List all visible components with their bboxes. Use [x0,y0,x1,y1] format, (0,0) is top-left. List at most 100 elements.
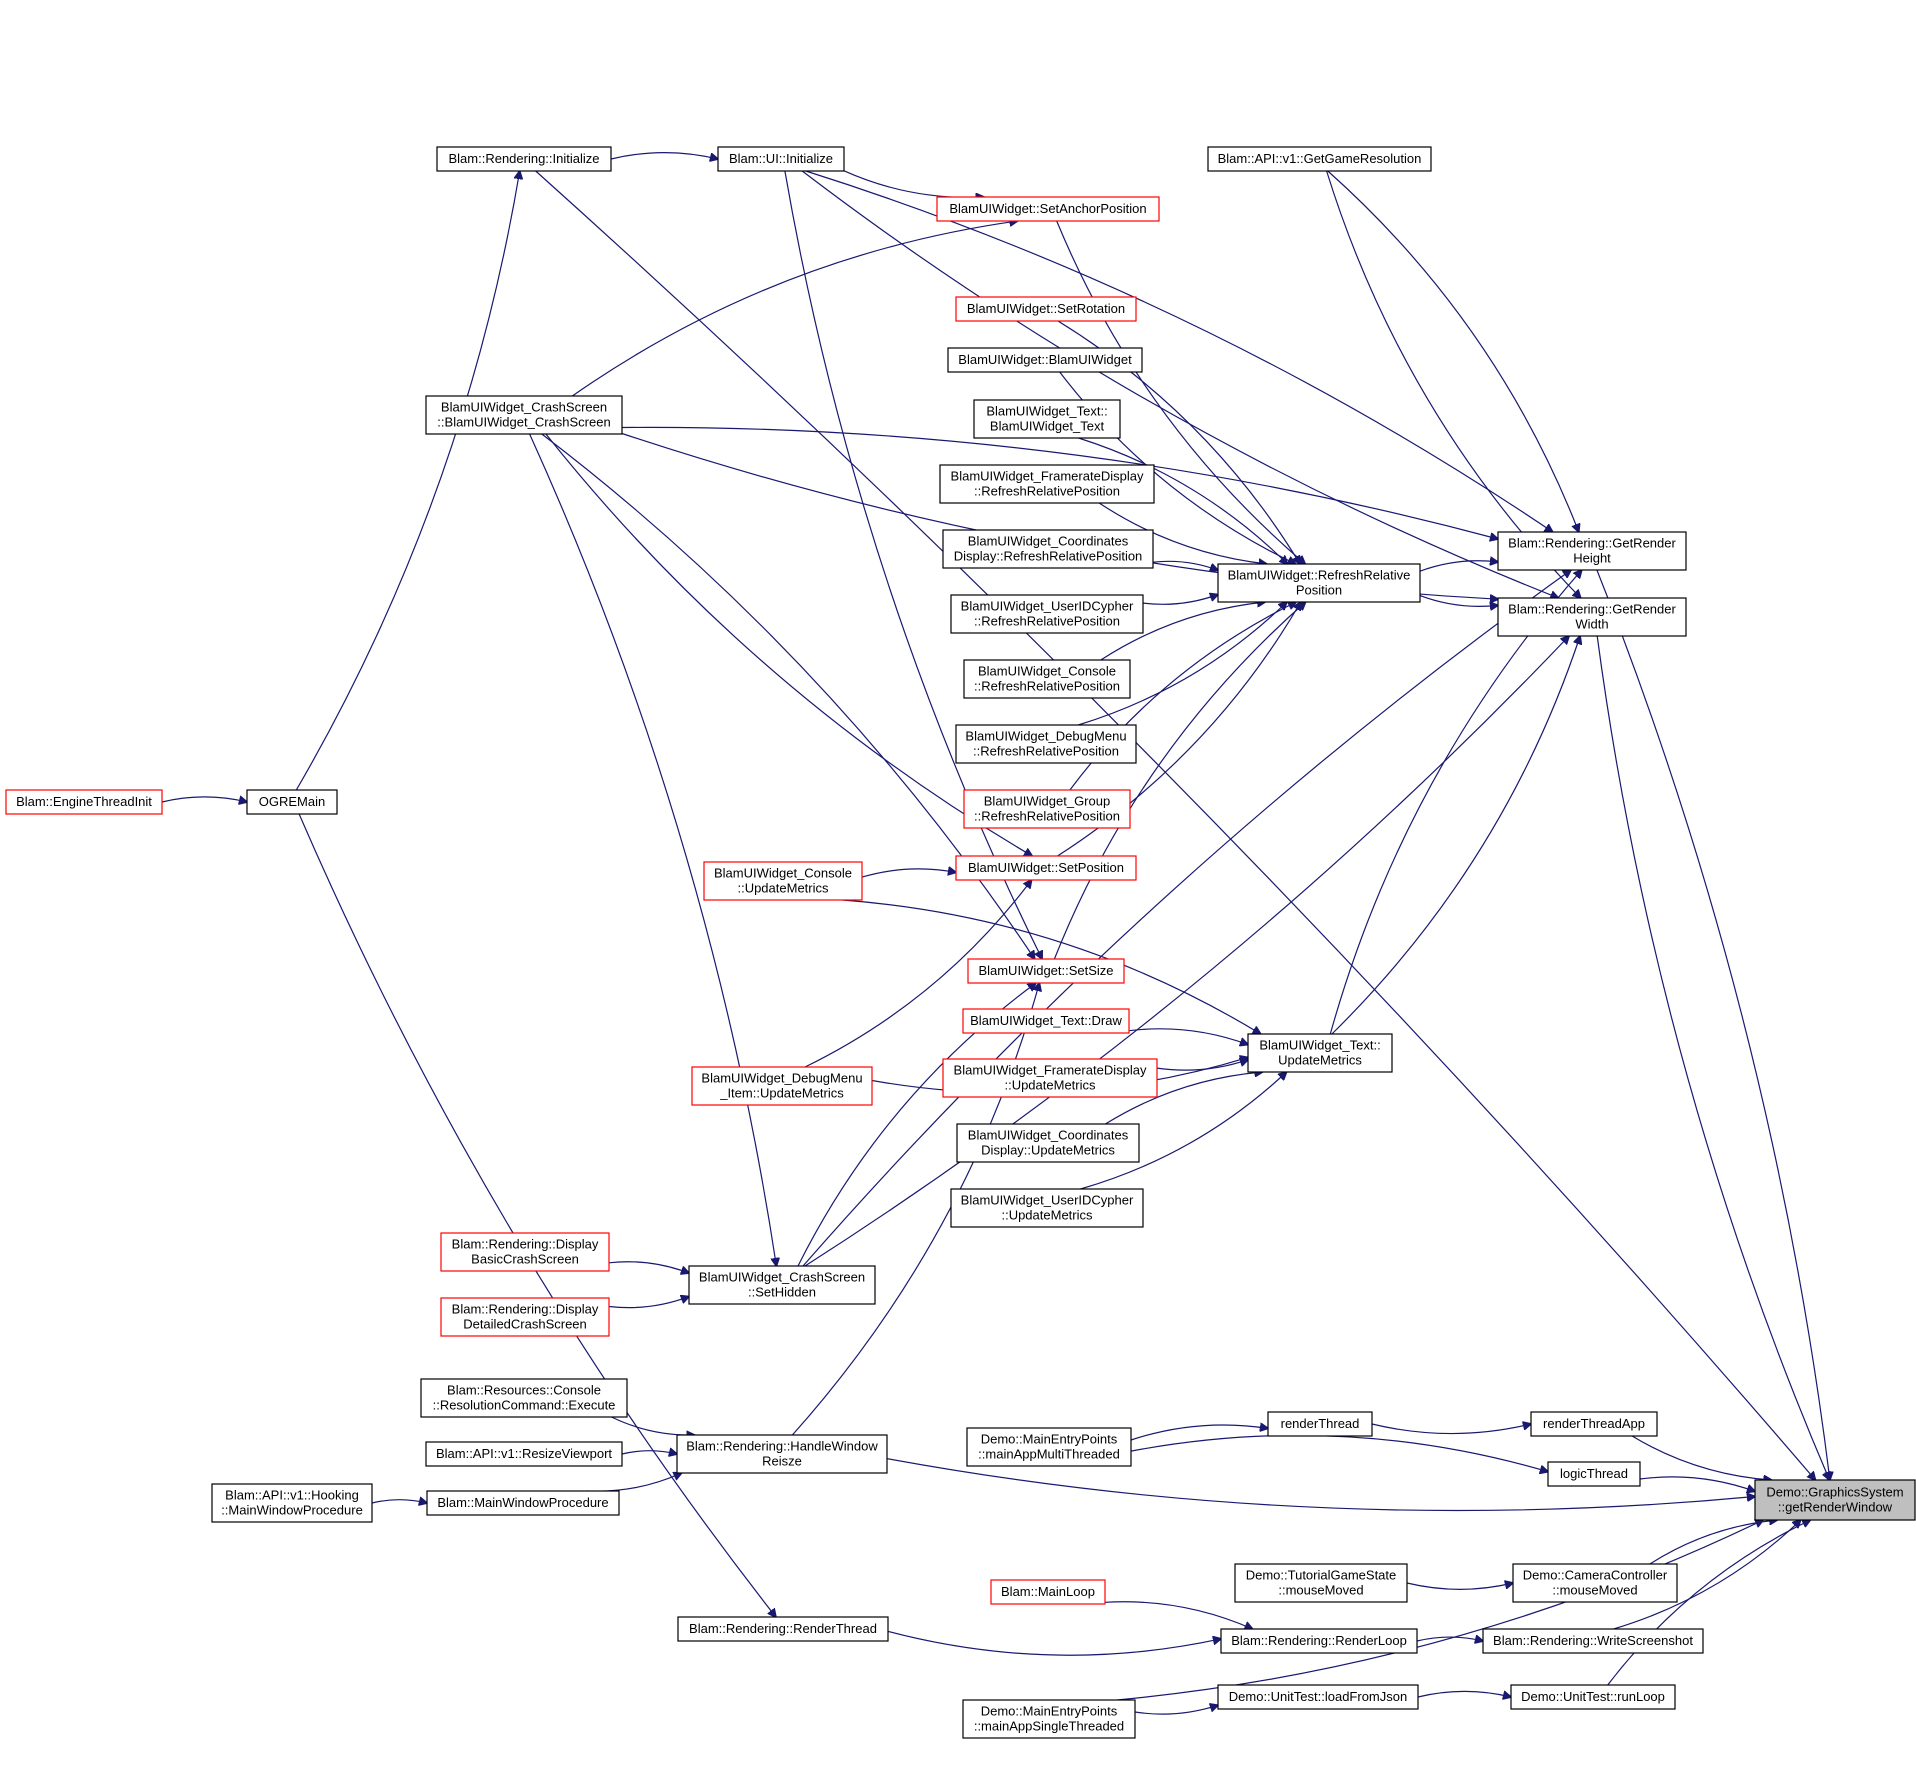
edge-engine-to-ogre [161,797,247,802]
node-label: BlamUIWidget_Console [978,664,1116,679]
node-mast[interactable]: Demo::MainEntryPoints::mainAppSingleThre… [962,1699,1136,1739]
node-coord_um[interactable]: BlamUIWidget_CoordinatesDisplay::UpdateM… [956,1123,1140,1163]
node-fr_rrp[interactable]: BlamUIWidget_FramerateDisplay::RefreshRe… [939,464,1155,504]
edge-hwr-to-root [886,1458,1755,1512]
node-label: ::mouseMoved [1278,1583,1363,1598]
node-box [950,594,1144,634]
edge-rrp-to-gethh [1419,561,1498,572]
node-label: UpdateMetrics [1278,1053,1362,1068]
node-dmi_um[interactable]: BlamUIWidget_DebugMenu_Item::UpdateMetri… [691,1066,873,1106]
node-label: Demo::MainEntryPoints [981,1432,1118,1447]
edge-mainloop-to-renderloop [1104,1601,1253,1629]
edge-mwp-to-hwr [586,1473,681,1492]
node-hookmwp[interactable]: Blam::API::v1::Hooking::MainWindowProced… [211,1483,373,1523]
node-label: renderThreadApp [1543,1416,1645,1431]
node-box [1512,1563,1678,1603]
node-fr_um[interactable]: BlamUIWidget_FramerateDisplay::UpdateMet… [942,1058,1158,1098]
node-label: BlamUIWidget_DebugMenu [701,1071,862,1086]
node-renderloop[interactable]: Blam::Rendering::RenderLoop [1220,1628,1418,1654]
node-box [211,1483,373,1523]
edge-mamt-to-lthread [1130,1434,1548,1471]
node-label: ::RefreshRelativePosition [973,744,1119,759]
node-root[interactable]: Demo::GraphicsSystem::getRenderWindow [1754,1479,1916,1521]
edge-ggr-to-gethh [1327,170,1579,532]
node-setsize[interactable]: BlamUIWidget::SetSize [967,958,1125,984]
node-label: ::UpdateMetrics [1001,1208,1093,1223]
edge-uiinit-to-gethh [805,170,1553,532]
node-anchor[interactable]: BlamUIWidget::SetAnchorPosition [936,196,1160,222]
node-label: BlamUIWidget::SetPosition [968,860,1124,875]
node-con_rrp[interactable]: BlamUIWidget_Console::RefreshRelativePos… [963,659,1131,699]
node-lthread[interactable]: logicThread [1547,1461,1641,1487]
edge-fr_rrp-to-rrp [1098,502,1267,564]
node-box [1217,1684,1419,1710]
node-setpos[interactable]: BlamUIWidget::SetPosition [955,855,1137,881]
node-rthreadapp[interactable]: renderThreadApp [1530,1411,1658,1437]
node-box [942,1058,1158,1098]
node-label: BlamUIWidget_FramerateDisplay [951,469,1144,484]
node-ut_load[interactable]: Demo::UnitTest::loadFromJson [1217,1684,1419,1710]
node-mainloop[interactable]: Blam::MainLoop [990,1579,1106,1605]
node-crashctor[interactable]: BlamUIWidget_CrashScreen::BlamUIWidget_C… [425,395,623,435]
node-rotation[interactable]: BlamUIWidget::SetRotation [955,296,1137,322]
edge-textdraw-to-text_um [1128,1028,1248,1045]
edge-lthread-to-root [1639,1476,1755,1491]
node-box [703,861,863,901]
node-box [5,789,163,815]
node-sethidden[interactable]: BlamUIWidget_CrashScreen::SetHidden [688,1265,876,1305]
node-box [426,1490,620,1516]
node-ogre[interactable]: OGREMain [246,789,338,815]
node-label: BlamUIWidget_Coordinates [968,534,1129,549]
node-label: BlamUIWidget_Text [990,419,1105,434]
edge-ogre-to-renderthread [298,813,776,1617]
node-coord_rrp[interactable]: BlamUIWidget_CoordinatesDisplay::Refresh… [942,529,1154,569]
node-uid_rrp[interactable]: BlamUIWidget_UserIDCypher::RefreshRelati… [950,594,1144,634]
node-label: BlamUIWidget_Coordinates [968,1128,1129,1143]
node-resizevp[interactable]: Blam::API::v1::ResizeViewport [425,1441,623,1467]
node-rrp[interactable]: BlamUIWidget::RefreshRelativePosition [1217,563,1421,603]
node-box [420,1378,628,1418]
node-label: ::RefreshRelativePosition [974,484,1120,499]
node-rescmd[interactable]: Blam::Resources::Console::ResolutionComm… [420,1378,628,1418]
node-box [691,1066,873,1106]
node-rthread[interactable]: renderThread [1267,1411,1373,1437]
node-label: ::RefreshRelativePosition [974,679,1120,694]
node-dm_rrp[interactable]: BlamUIWidget_DebugMenu::RefreshRelativeP… [955,724,1137,764]
node-grp_rrp[interactable]: BlamUIWidget_Group::RefreshRelativePosit… [963,789,1131,829]
node-label: ::ResolutionCommand::Execute [433,1398,616,1413]
node-label: BlamUIWidget::RefreshRelative [1228,568,1411,583]
node-box [676,1434,888,1474]
node-ctor[interactable]: BlamUIWidget::BlamUIWidget [947,347,1143,373]
node-box [425,1441,623,1467]
node-uiinit[interactable]: Blam::UI::Initialize [717,146,845,172]
node-renderthread[interactable]: Blam::Rendering::RenderThread [677,1616,889,1642]
node-box [1217,563,1421,603]
node-tgs[interactable]: Demo::TutorialGameState::mouseMoved [1234,1563,1408,1603]
node-ccmm[interactable]: Demo::CameraController::mouseMoved [1512,1563,1678,1603]
node-box [1267,1411,1373,1437]
node-engine[interactable]: Blam::EngineThreadInit [5,789,163,815]
node-text_um[interactable]: BlamUIWidget_Text::UpdateMetrics [1247,1033,1393,1073]
node-textdraw[interactable]: BlamUIWidget_Text::Draw [962,1008,1130,1034]
node-uid_um[interactable]: BlamUIWidget_UserIDCypher::UpdateMetrics [950,1188,1144,1228]
node-textctor[interactable]: BlamUIWidget_Text::BlamUIWidget_Text [973,399,1121,439]
node-ut_run[interactable]: Demo::UnitTest::runLoop [1510,1684,1676,1710]
node-label: Blam::Rendering::Initialize [448,151,599,166]
node-mamt[interactable]: Demo::MainEntryPoints::mainAppMultiThrea… [966,1427,1132,1467]
node-con_um[interactable]: BlamUIWidget_Console::UpdateMetrics [703,861,863,901]
node-box [440,1297,610,1337]
node-rinit[interactable]: Blam::Rendering::Initialize [436,146,612,172]
node-ggr[interactable]: Blam::API::v1::GetGameResolution [1207,146,1432,172]
node-box [1510,1684,1676,1710]
node-label: Demo::UnitTest::loadFromJson [1229,1689,1407,1704]
node-mwp[interactable]: Blam::MainWindowProcedure [426,1490,620,1516]
edge-gethh-to-root [1596,569,1830,1480]
node-detcrash[interactable]: Blam::Rendering::DisplayDetailedCrashScr… [440,1297,610,1337]
node-screenshot[interactable]: Blam::Rendering::WriteScreenshot [1482,1628,1704,1654]
node-label: Blam::Rendering::RenderThread [689,1621,877,1636]
